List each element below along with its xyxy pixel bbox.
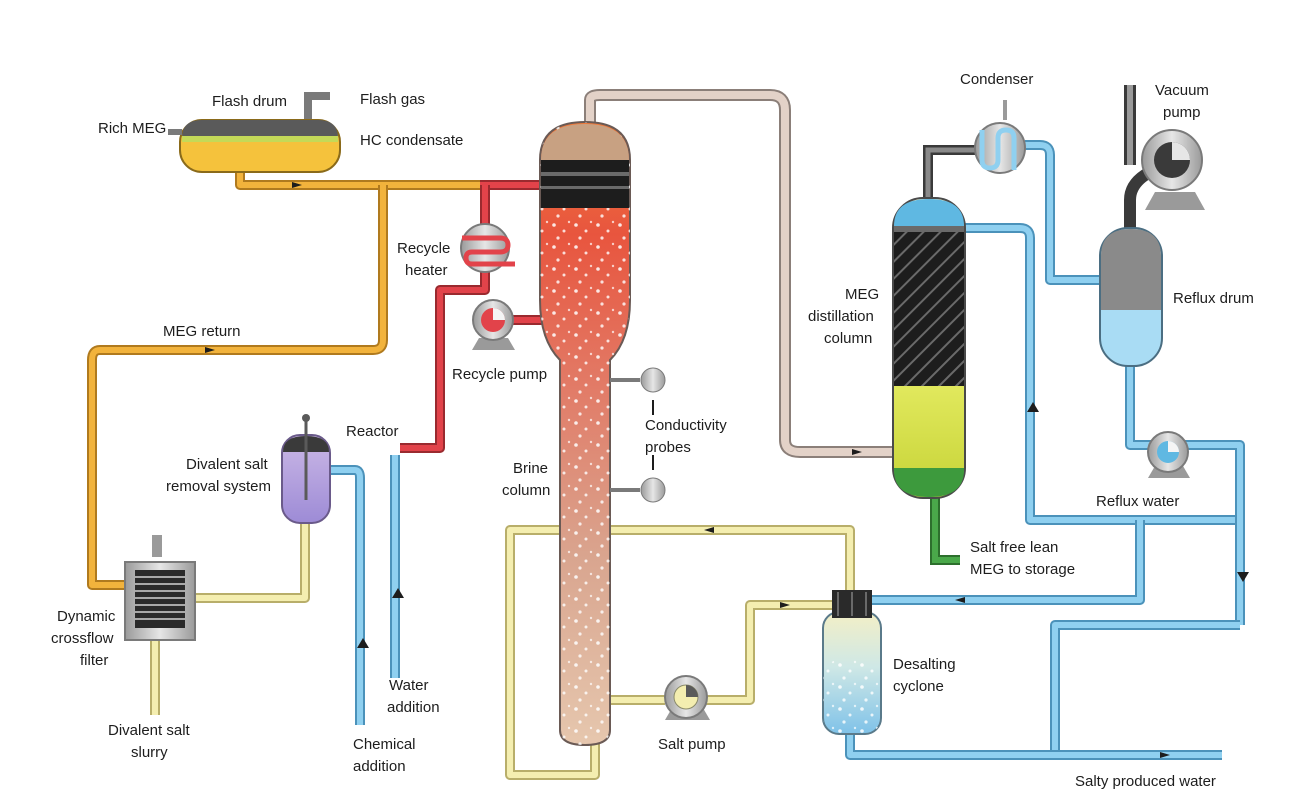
flow-arrows — [205, 182, 1249, 758]
reactor-vessel — [281, 414, 331, 524]
crossflow-filter-label-line3: filter — [80, 652, 109, 669]
vacuum-pump — [1141, 129, 1205, 210]
salt-pump — [664, 675, 710, 720]
divalent-salt-removal-label-line2: removal system — [166, 478, 272, 495]
salt-free-lean-label-line2: MEG to storage — [970, 561, 1076, 578]
condenser — [974, 100, 1026, 174]
recycle-heater — [460, 223, 515, 273]
brine-column — [539, 120, 631, 747]
reflux-water-label: Reflux water — [1096, 493, 1180, 510]
desalting-cyclone — [822, 590, 882, 735]
crossflow-filter-label-line2: crossflow — [51, 630, 114, 647]
recycle-pump — [472, 299, 515, 350]
desalting-cyclone-label-line1: Desalting — [893, 656, 956, 673]
vacuum-pump-label-line2: pump — [1163, 104, 1201, 121]
salty-produced-water-label: Salty produced water — [1075, 773, 1216, 790]
crossflow-filter-label-line1: Dynamic — [57, 608, 116, 625]
meg-distillation-label-line2: distillation — [808, 308, 874, 325]
brine-column-label-line2: column — [502, 482, 551, 499]
flash-drum-label: Flash drum — [212, 93, 288, 110]
divalent-salt-removal-label-line1: Divalent salt — [186, 456, 268, 473]
meg-distillation-column — [892, 197, 966, 499]
condenser-label: Condenser — [960, 71, 1034, 88]
chemical-addition-label-line2: addition — [353, 758, 406, 775]
crossflow-filter — [124, 535, 196, 641]
divalent-slurry-label-line2: slurry — [131, 744, 168, 761]
meg-distillation-label-line1: MEG — [845, 286, 880, 303]
flash-gas-label: Flash gas — [360, 91, 426, 108]
salt-pump-label: Salt pump — [658, 736, 726, 753]
chemical-addition-label-line1: Chemical — [353, 736, 416, 753]
recycle-heater-label-line2: heater — [405, 262, 448, 279]
hc-condensate-label: HC condensate — [360, 132, 464, 149]
vapor-pipe — [584, 89, 893, 458]
recycle-pump-label: Recycle pump — [452, 366, 548, 383]
reflux-pump — [1147, 431, 1190, 478]
conductivity-probes-label-line1: Conductivity — [645, 417, 727, 434]
salt-free-lean-label-line1: Salt free lean — [970, 539, 1059, 556]
vacuum-pump-label-line1: Vacuum — [1155, 82, 1209, 99]
divalent-slurry-label-line1: Divalent salt — [108, 722, 190, 739]
recycle-heater-label-line1: Recycle — [397, 240, 451, 257]
rich-meg-label: Rich MEG — [98, 120, 167, 137]
meg-stream-pipes — [87, 170, 540, 590]
meg-distillation-label-line3: column — [824, 330, 873, 347]
conductivity-probes — [610, 367, 666, 503]
conductivity-probes-label-line2: probes — [645, 439, 691, 456]
flash-drum — [168, 92, 341, 173]
meg-return-label: MEG return — [163, 323, 241, 340]
reflux-drum-label: Reflux drum — [1173, 290, 1254, 307]
desalting-cyclone-label-line2: cyclone — [893, 678, 944, 695]
reflux-drum — [1099, 227, 1163, 367]
reactor-label: Reactor — [346, 423, 399, 440]
water-addition-label-line1: Water — [389, 677, 429, 694]
brine-column-label-line1: Brine — [513, 460, 549, 477]
water-addition-label-line2: addition — [387, 699, 440, 716]
